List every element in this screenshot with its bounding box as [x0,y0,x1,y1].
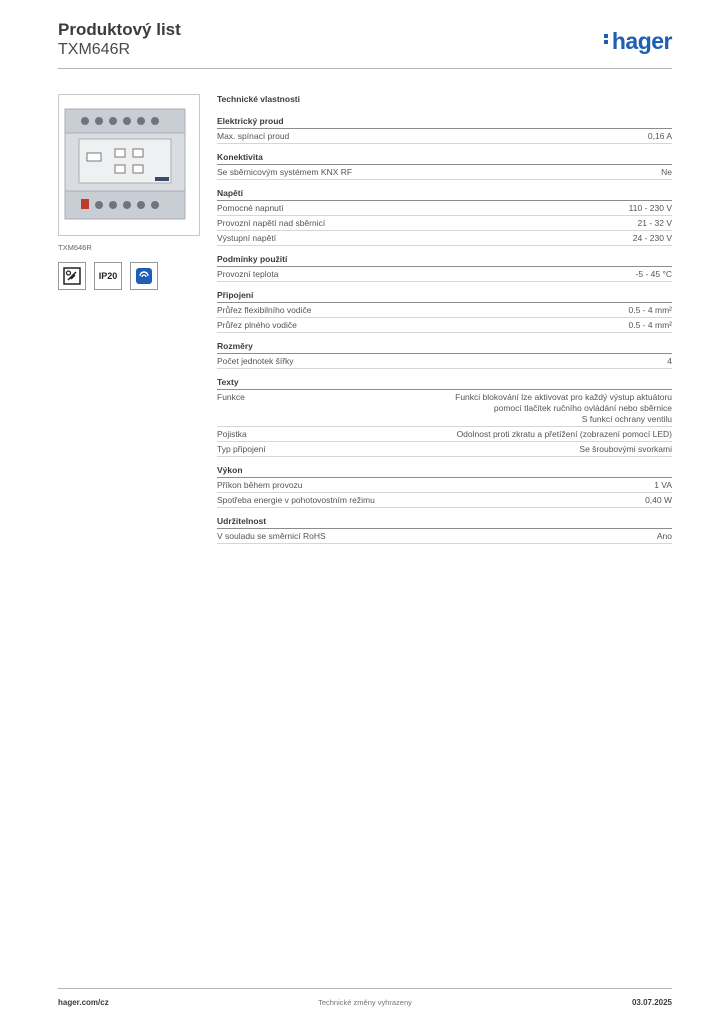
spec-value: 110 - 230 V [628,203,672,213]
product-code: TXM646R [58,41,131,58]
section-title: Podmínky použití [217,254,672,267]
section-title: Napětí [217,188,672,201]
spec-value: Se šroubovými svorkami [579,444,672,454]
ip20-label: IP20 [98,271,118,281]
product-image [58,94,200,236]
mains-tool-icon [63,267,81,285]
spec-label: Spotřeba energie v pohotovostním režimu [217,495,375,505]
spec-value: Ne [661,167,672,177]
spec-label: Příkon během provozu [217,480,303,490]
section-title: Konektivita [217,152,672,165]
section-title: Udržitelnost [217,516,672,529]
spec-row: Se sběrnicovým systémem KNX RF Ne [217,165,672,180]
spec-label: Provozní napětí nad sběrnicí [217,218,326,228]
spec-row: Typ připojení Se šroubovými svorkami [217,442,672,457]
spec-value: Odolnost proti zkratu a přetížení (zobra… [456,429,672,439]
spec-value: Funkci blokování lze aktivovat pro každý… [455,392,672,424]
spec-row: Výstupní napětí 24 - 230 V [217,231,672,246]
hager-logo: hager [603,28,673,55]
spec-label: Typ připojení [217,444,266,454]
spec-value: Ano [656,531,672,541]
spec-label: Počet jednotek šířky [217,356,294,366]
spec-value: 0.5 - 4 mm² [628,305,672,315]
spec-label: Se sběrnicovým systémem KNX RF [217,167,353,177]
spec-row: Provozní napětí nad sběrnicí 21 - 32 V [217,216,672,231]
spec-label: Výstupní napětí [217,233,277,243]
certification-badges: IP20 [58,262,158,290]
badge-ip20: IP20 [94,262,122,290]
section-title: Výkon [217,465,672,478]
spec-row: Průřez flexibilního vodiče 0.5 - 4 mm² [217,303,672,318]
knx-actuator-device-icon [64,108,186,220]
spec-row: Pojistka Odolnost proti zkratu a přetížen… [217,427,672,442]
spec-row: V souladu se směrnicí RoHS Ano [217,529,672,544]
spec-label: Provozní teplota [217,269,279,279]
spec-label: Pomocné napnutí [217,203,284,213]
radio-frequency-icon [136,268,152,284]
spec-value: -5 - 45 °C [635,269,672,279]
spec-row: Provozní teplota -5 - 45 °C [217,267,672,282]
spec-section: Udržitelnost V souladu se směrnicí RoHS An… [217,516,672,544]
spec-value: 4 [667,356,672,366]
badge-mains-tool [58,262,86,290]
spec-value: 0,16 A [647,131,672,141]
footer-disclaimer: Technické změny vyhrazeny [318,998,412,1007]
footer-date: 03.07.2025 [631,998,672,1007]
document-title: Produktový list [58,20,181,39]
logo-dots-icon [603,32,610,46]
footer-website[interactable]: hager.com/cz [58,998,109,1007]
spec-row: Funkce Funkci blokování lze aktivovat pro… [217,390,672,427]
spec-row: Max. spínací proud 0,16 A [217,129,672,144]
header-divider [58,68,672,69]
spec-value: 0,40 W [645,495,672,505]
badge-radio [130,262,158,290]
specs-title: Technické vlastnosti [217,94,300,104]
page-header: Produktový list TXM646R hager [58,20,673,70]
spec-label: Max. spínací proud [217,131,290,141]
spec-value: 24 - 230 V [632,233,672,243]
spec-value: 0.5 - 4 mm² [628,320,672,330]
section-title: Připojení [217,290,672,303]
spec-value: 1 VA [654,480,672,490]
spec-label: Pojistka [217,429,247,439]
footer-divider [58,988,672,989]
spec-row: Spotřeba energie v pohotovostním režimu 0… [217,493,672,508]
spec-row: Příkon během provozu 1 VA [217,478,672,493]
spec-label: Funkce [217,392,245,402]
spec-label: Průřez plného vodiče [217,320,297,330]
spec-row: Počet jednotek šířky 4 [217,354,672,369]
spec-label: V souladu se směrnicí RoHS [217,531,326,541]
spec-label: Průřez flexibilního vodiče [217,305,312,315]
section-title: Texty [217,377,672,390]
spec-row: Průřez plného vodiče 0.5 - 4 mm² [217,318,672,333]
product-caption: TXM646R [58,243,92,252]
spec-row: Pomocné napnutí 110 - 230 V [217,201,672,216]
logo-text: hager [611,28,673,54]
section-title: Rozměry [217,341,672,354]
section-title: Elektrický proud [217,116,672,129]
spec-value: 21 - 32 V [637,218,673,228]
